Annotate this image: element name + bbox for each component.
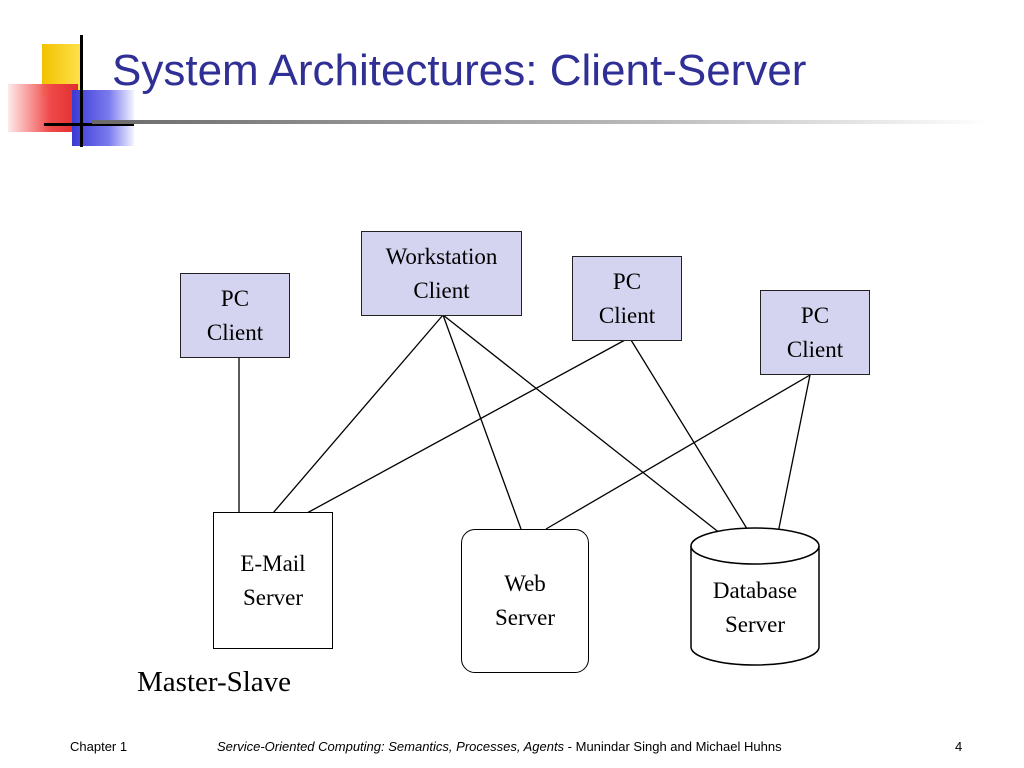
connection-pc3-database (777, 374, 811, 534)
pc-client-2: PC Client (572, 256, 682, 341)
footer-citation: Service-Oriented Computing: Semantics, P… (217, 739, 782, 754)
logo-vertical-line (80, 35, 83, 147)
node-label-line1: PC (220, 285, 250, 311)
architecture-caption: Master-Slave (137, 666, 292, 698)
connection-workstation-web (442, 314, 522, 530)
footer-authors: - Munindar Singh and Michael Huhns (564, 739, 782, 754)
node-label-line2: Client (598, 302, 656, 328)
node-label-line2: Server (494, 605, 556, 630)
connection-pc2-email (306, 339, 626, 514)
title-underline (92, 120, 992, 124)
connection-workstation-email (272, 314, 444, 514)
footer-page-number: 4 (955, 739, 963, 754)
node-label-line2: Client (413, 277, 470, 303)
pc-client-3: PC Client (760, 290, 870, 375)
slide-title: System Architectures: Client-Server (112, 46, 807, 95)
pc-client-1: PC Client (180, 273, 290, 358)
node-label-line1: Database (712, 578, 798, 603)
database-cylinder-shape (690, 527, 820, 666)
footer-book-title: Service-Oriented Computing: Semantics, P… (217, 739, 565, 754)
node-label-line1: PC (800, 302, 830, 328)
node-label-line1: Workstation (385, 243, 498, 269)
footer-chapter: Chapter 1 (70, 739, 128, 754)
node-label-line2: Client (206, 319, 264, 345)
node-label-line2: Client (786, 336, 844, 362)
node-label-line1: E-Mail (240, 550, 306, 576)
connection-workstation-database (442, 314, 736, 546)
node-label-line1: Web (504, 571, 546, 596)
connection-pc3-web (545, 374, 811, 530)
node-label-line2: Server (242, 584, 304, 610)
node-label-line2: Server (724, 612, 785, 637)
logo-horizontal-line (44, 123, 134, 126)
node-label-line1: PC (612, 268, 642, 294)
